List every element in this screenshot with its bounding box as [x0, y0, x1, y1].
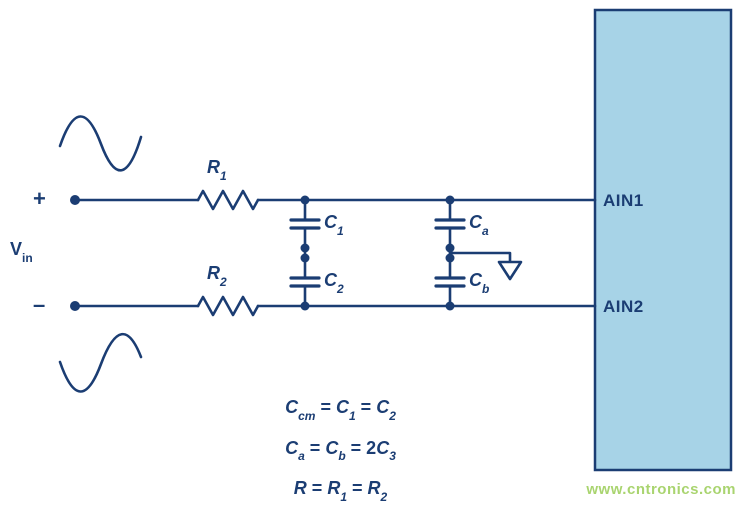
- vin-main: V: [10, 239, 23, 259]
- resistor-r2: [196, 295, 260, 317]
- ain1-pin-label: AIN1: [603, 191, 644, 210]
- capacitor-c2: [289, 256, 321, 308]
- junction-dot: [300, 253, 310, 263]
- ain2-pin-label: AIN2: [603, 297, 644, 316]
- source-terminal-dot: [70, 301, 80, 311]
- capacitor-ca: [434, 198, 466, 250]
- equation-cab: Ca = Cb = 2C3: [285, 437, 396, 464]
- vin-sub: in: [22, 250, 33, 265]
- adc-block: [593, 8, 733, 472]
- resistor-r1: [196, 189, 260, 211]
- sine-wave-bottom-icon: [58, 332, 143, 393]
- sine-wave-top-icon: [58, 115, 143, 172]
- label-cb: Cb: [469, 270, 490, 296]
- vin-label: Vin: [10, 239, 33, 265]
- label-r1: R1: [207, 157, 227, 183]
- capacitor-cb: [434, 256, 466, 308]
- junction-dot: [445, 195, 455, 205]
- junction-dot: [445, 253, 455, 263]
- capacitor-c1: [289, 198, 321, 250]
- equation-r: R = R1 = R2: [293, 478, 388, 504]
- junction-dot: [300, 243, 310, 253]
- junction-dots: [70, 195, 455, 311]
- watermark: www.cntronics.com: [586, 481, 736, 498]
- plus-terminal-label: +: [33, 186, 46, 211]
- equation-ccm: Ccm = C1 = C2: [285, 397, 396, 423]
- label-c1: C1: [324, 212, 344, 238]
- label-ca: Ca: [469, 212, 489, 238]
- label-r2: R2: [207, 263, 227, 289]
- junction-dot: [300, 195, 310, 205]
- label-c2: C2: [324, 270, 344, 296]
- junction-dot: [445, 301, 455, 311]
- minus-terminal-label: –: [33, 292, 46, 317]
- junction-dot: [445, 243, 455, 253]
- ground-symbol: [448, 251, 523, 281]
- equations-block: Ccm = C1 = C2 Ca = Cb = 2C3 R = R1 = R2: [228, 390, 453, 509]
- source-terminal-dot: [70, 195, 80, 205]
- junction-dot: [300, 301, 310, 311]
